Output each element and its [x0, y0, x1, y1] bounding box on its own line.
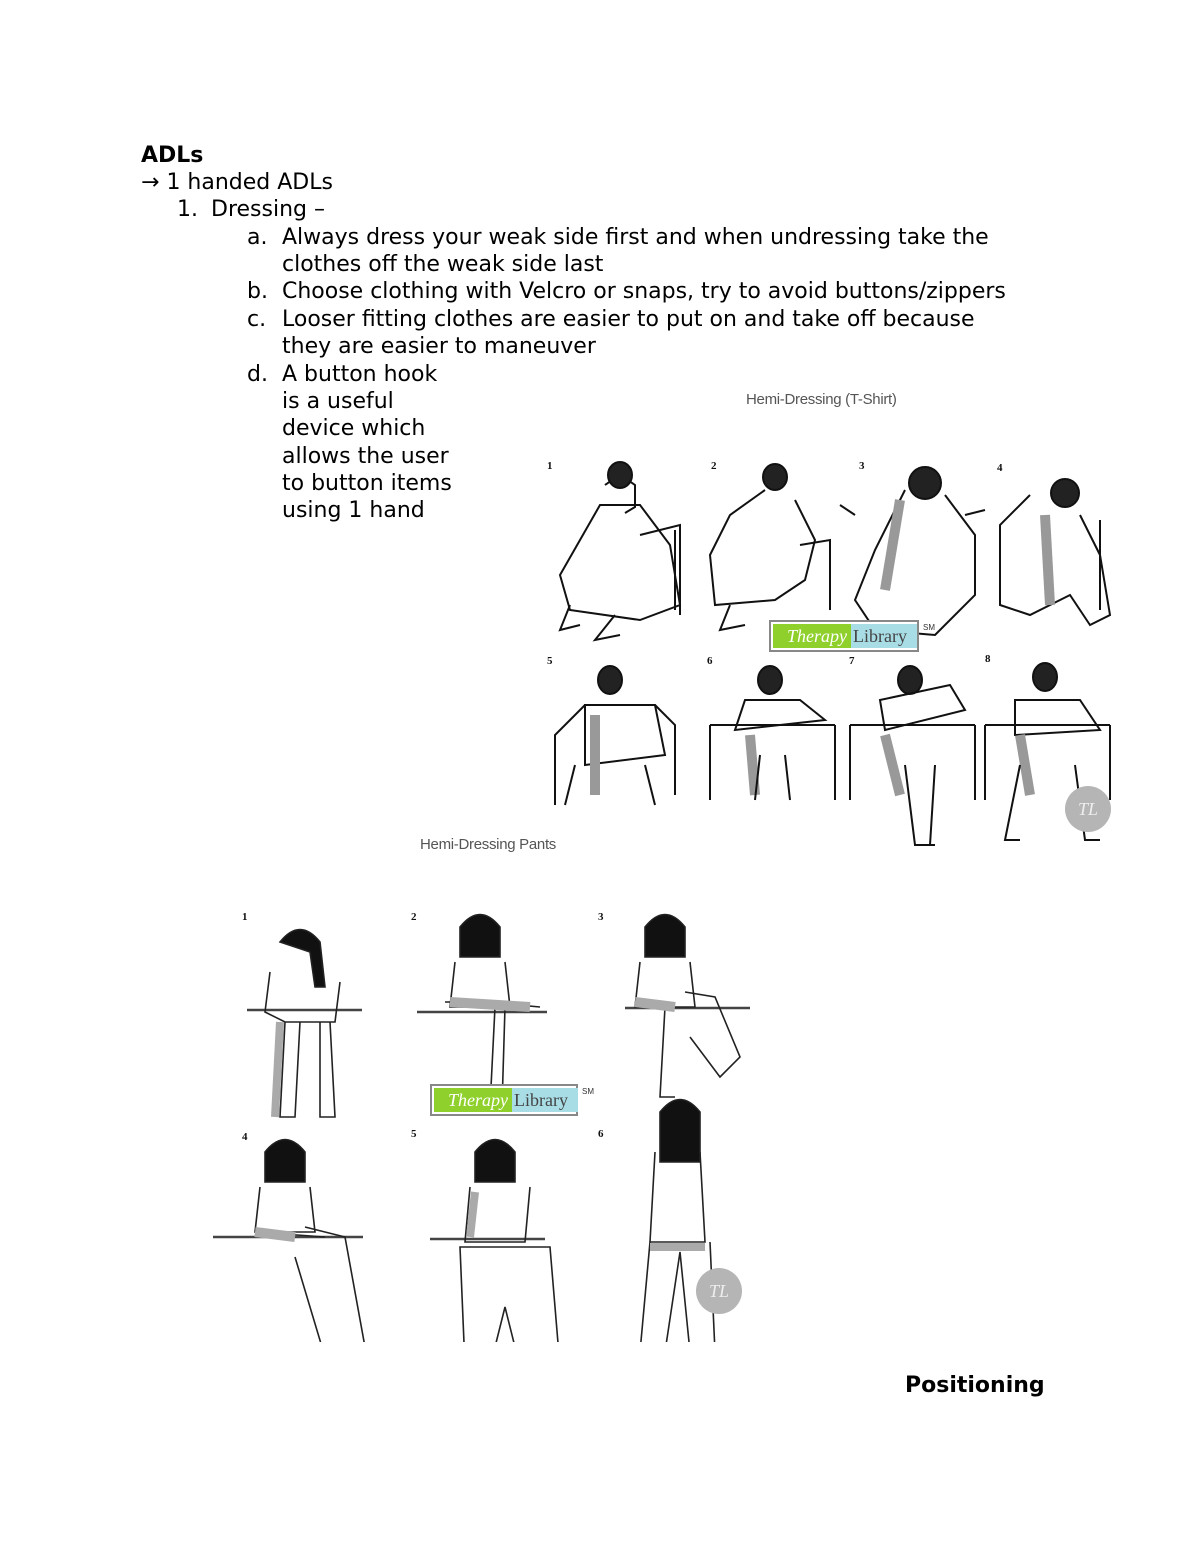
section-heading: ADLs [141, 143, 204, 168]
panel-number: 3 [598, 911, 604, 923]
list-item-a-line2: clothes off the weak side last [282, 252, 604, 277]
list-item-c-line1: Looser fitting clothes are easier to put… [282, 307, 975, 332]
figure-hemi-dressing-pants: Hemi-Dressing Pants 1 2 3 4 5 6 [205, 832, 765, 1342]
therapy-library-logo: Therapy Library [769, 620, 919, 652]
therapy-library-logo: Therapy Library [430, 1084, 578, 1116]
list-item-dressing: 1. Dressing – [177, 196, 325, 223]
list-marker-a: a. [247, 225, 268, 250]
list-marker-c: c. [247, 307, 267, 332]
list-item-d-line3: device which [282, 416, 426, 441]
list-item-d-line5: to button items [282, 471, 452, 496]
panel-number: 5 [411, 1128, 417, 1140]
panel-number: 7 [849, 655, 855, 667]
service-mark: SM [923, 623, 935, 632]
panel-number: 1 [242, 911, 248, 923]
list-item-c-line2: they are easier to maneuver [282, 334, 596, 359]
figure-title: Hemi-Dressing Pants [420, 836, 557, 853]
figure-title: Hemi-Dressing (T-Shirt) [746, 391, 897, 408]
list-marker-d: d. [247, 362, 268, 387]
illustration-seated-figures [554, 461, 1112, 846]
panel-number: 5 [547, 655, 553, 667]
list-label: Dressing – [211, 197, 325, 222]
panel-number: 4 [242, 1131, 248, 1143]
service-mark: SM [582, 1087, 594, 1096]
tl-badge-icon: TL [696, 1268, 742, 1314]
list-item-d-line6: using 1 hand [282, 498, 425, 523]
panel-number: 6 [598, 1128, 604, 1140]
list-item-a-line1: Always dress your weak side first and wh… [282, 225, 989, 250]
illustration-pants-dressing [213, 913, 750, 1342]
list-item-d-line2: is a useful [282, 389, 394, 414]
panel-number: 3 [859, 460, 865, 472]
next-section-heading: Positioning [905, 1373, 1045, 1398]
subheading: → 1 handed ADLs [141, 169, 333, 196]
list-item-d-line4: allows the user [282, 444, 449, 469]
arrow-icon: → [141, 170, 160, 195]
panel-number: 8 [985, 653, 991, 665]
list-item-d-line1: A button hook [282, 362, 438, 387]
list-marker-b: b. [247, 279, 268, 304]
tl-badge-icon: TL [1065, 786, 1111, 832]
panel-number: 1 [547, 460, 553, 472]
subheading-text: 1 handed ADLs [166, 170, 333, 195]
panel-number: 4 [997, 462, 1003, 474]
list-number: 1. [177, 197, 198, 222]
panel-number: 6 [707, 655, 713, 667]
figure-hemi-dressing-tshirt: Hemi-Dressing (T-Shirt) 1 2 3 4 5 6 7 8 [535, 385, 1125, 855]
panel-number: 2 [711, 460, 717, 472]
panel-number: 2 [411, 911, 417, 923]
list-item-b-line1: Choose clothing with Velcro or snaps, tr… [282, 279, 1006, 304]
